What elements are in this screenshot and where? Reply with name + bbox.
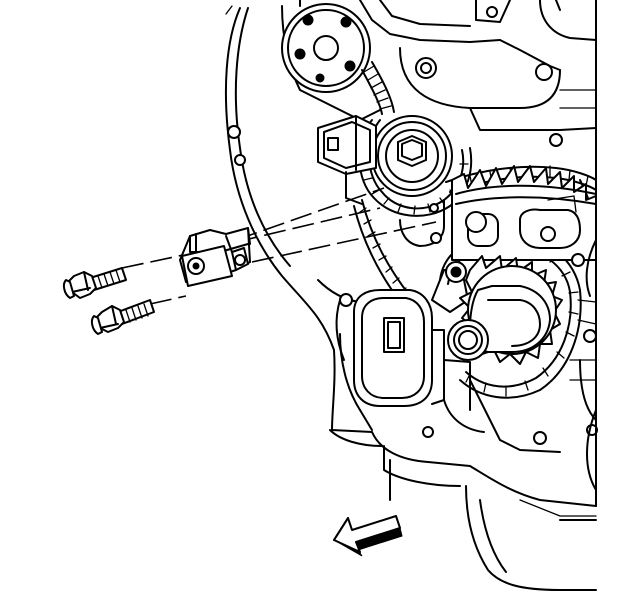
lower-cover: [339, 289, 561, 453]
guide-mount-holes: [399, 199, 469, 313]
guide-bolt-upper: [62, 267, 127, 299]
crankshaft-sprocket: [447, 255, 563, 365]
guide-bolt-lower: [90, 299, 155, 335]
chain-guide: [179, 227, 251, 287]
camshaft-gear-right: [451, 165, 597, 267]
tensioner-bracket: [317, 115, 377, 205]
block-right-edge: [569, 0, 597, 507]
upper-housing: [281, 0, 597, 147]
camshaft-sprocket: [371, 115, 453, 197]
direction-arrow-icon: [333, 515, 403, 557]
engine-block-outline: [224, 5, 598, 591]
alignment-lines: [121, 187, 437, 305]
